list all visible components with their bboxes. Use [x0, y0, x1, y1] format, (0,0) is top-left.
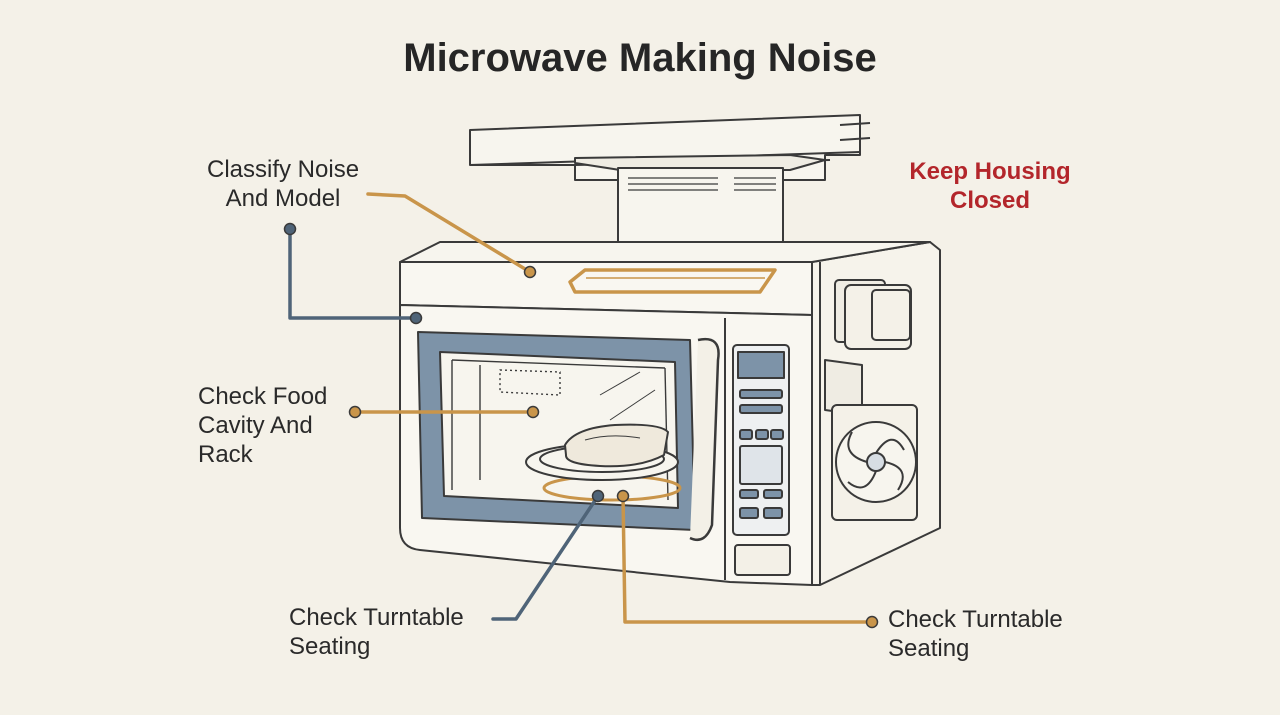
dot-turntable-right-start — [616, 489, 630, 503]
microwave-top-panel — [399, 241, 931, 316]
diagram-title: Microwave Making Noise — [403, 36, 877, 80]
label-keep-housing-closed: Keep Housing Closed — [909, 158, 1071, 214]
dot-classify-slate-end — [409, 311, 423, 325]
dot-classify-end — [523, 265, 537, 279]
leader-turntable-right — [621, 494, 872, 624]
oven-cavity — [451, 359, 669, 501]
vent-hood — [574, 154, 826, 247]
cooling-fan — [835, 421, 917, 503]
leader-classify — [366, 192, 532, 274]
dot-turntable-right-end — [865, 615, 879, 629]
control-panel — [732, 344, 791, 576]
label-check-food-cavity: Check Food Cavity And Rack — [198, 383, 328, 468]
dot-turntable-left — [591, 489, 605, 503]
dot-food-end — [526, 405, 540, 419]
microwave-door — [417, 331, 720, 542]
dot-food-start — [348, 405, 362, 419]
label-classify-noise: Classify Noise And Model — [207, 156, 360, 212]
food-item — [564, 423, 669, 468]
label-check-turntable-left: Check Turntable Seating — [289, 604, 464, 660]
leader-classify-slate — [288, 230, 416, 320]
leader-turntable-left — [491, 494, 600, 621]
label-check-turntable-right: Check Turntable Seating — [888, 606, 1063, 662]
dot-classify-slate-start — [283, 222, 297, 236]
